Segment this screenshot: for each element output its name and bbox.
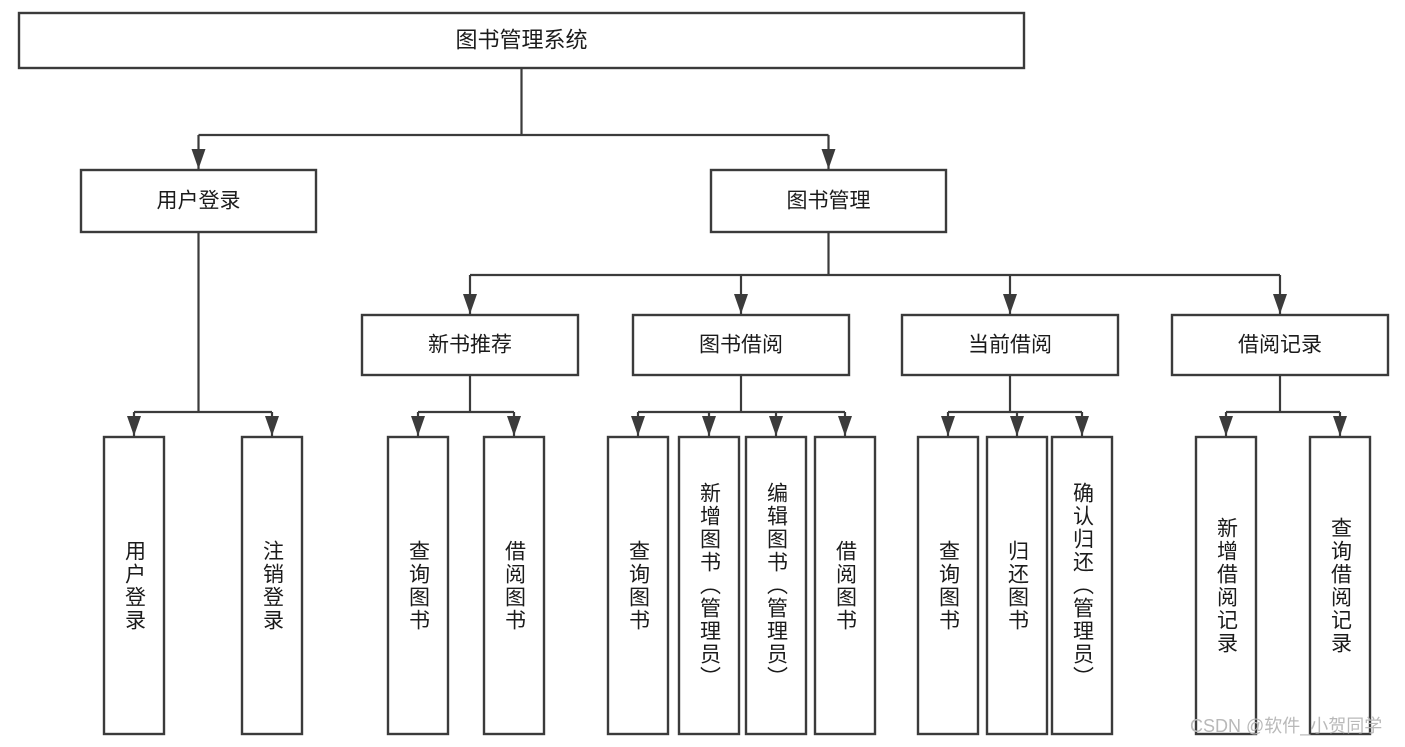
connector-layer [127,68,1347,436]
arrow-head-icon [769,416,783,436]
arrow-head-icon [507,416,521,436]
node-box-book-borrow [631,313,851,377]
node-label-new-book-recommend: 新书推荐 [428,334,512,357]
node-label-borrow-record: 借阅记录 [1238,334,1322,357]
edge-group-book-borrow [631,375,852,436]
node-label-book-manage: 图书管理 [787,190,871,213]
node-box-leaf-query-book-cur [916,435,980,736]
arrow-head-icon [1333,416,1347,436]
node-leaf-add-record[interactable] [1194,435,1258,736]
arrow-head-icon [1219,416,1233,436]
node-leaf-edit-book[interactable] [744,435,808,736]
arrow-head-icon [265,416,279,436]
node-box-leaf-query-record [1308,435,1372,736]
node-leaf-return-book[interactable] [985,435,1049,736]
node-label-root: 图书管理系统 [455,27,587,52]
node-box-current-borrow [900,313,1120,377]
arrow-head-icon [734,294,748,314]
edge-group-new-book-recommend [411,375,521,436]
arrow-head-icon [1010,416,1024,436]
arrow-head-icon [631,416,645,436]
node-user-login[interactable]: 用户登录 [79,168,318,234]
node-box-leaf-borrow-book [813,435,877,736]
node-leaf-user-login[interactable] [102,435,166,736]
arrow-head-icon [1273,294,1287,314]
node-box-new-book-recommend [360,313,580,377]
edge-group-current-borrow [941,375,1089,436]
arrow-head-icon [191,149,206,169]
node-box-root [17,11,1026,70]
node-leaf-add-book[interactable] [677,435,741,736]
edge-group-book-manage [463,232,1287,314]
node-label-user-login: 用户登录 [157,190,241,213]
node-leaf-query-record[interactable] [1308,435,1372,736]
node-box-leaf-query-book-borrow [606,435,670,736]
node-box-leaf-user-logout [240,435,304,736]
node-box-borrow-record [1170,313,1390,377]
arrow-head-icon [821,149,836,169]
node-box-leaf-query-book-rec [386,435,450,736]
node-box-book-manage [709,168,948,234]
arrow-head-icon [1075,416,1089,436]
node-root[interactable]: 图书管理系统 [17,11,1026,70]
arrow-head-icon [838,416,852,436]
edge-group-root [191,68,836,169]
arrow-head-icon [463,294,477,314]
edge-group-borrow-record [1219,375,1347,436]
watermark-text: CSDN @软件_小贺同学 [1190,716,1383,736]
node-leaf-user-logout[interactable] [240,435,304,736]
node-box-leaf-add-record [1194,435,1258,736]
node-box-leaf-confirm-return [1050,435,1114,736]
node-leaf-confirm-return[interactable] [1050,435,1114,736]
arrow-head-icon [941,416,955,436]
node-leaf-query-book-cur[interactable] [916,435,980,736]
node-box-leaf-return-book [985,435,1049,736]
node-box-leaf-edit-book [744,435,808,736]
node-box-user-login [79,168,318,234]
edge-group-user-login [127,232,279,436]
node-leaf-borrow-book-rec[interactable] [482,435,546,736]
node-new-book-recommend[interactable]: 新书推荐 [360,313,580,377]
node-book-manage[interactable]: 图书管理 [709,168,948,234]
node-book-borrow[interactable]: 图书借阅 [631,313,851,377]
node-box-leaf-borrow-book-rec [482,435,546,736]
node-label-current-borrow: 当前借阅 [968,334,1052,357]
node-leaf-query-book-borrow[interactable] [606,435,670,736]
node-box-leaf-add-book [677,435,741,736]
arrow-head-icon [411,416,425,436]
arrow-head-icon [1003,294,1017,314]
arrow-head-icon [127,416,141,436]
node-label-book-borrow: 图书借阅 [699,334,783,357]
node-borrow-record[interactable]: 借阅记录 [1170,313,1390,377]
node-current-borrow[interactable]: 当前借阅 [900,313,1120,377]
node-box-leaf-user-login [102,435,166,736]
node-leaf-borrow-book[interactable] [813,435,877,736]
node-leaf-query-book-rec[interactable] [386,435,450,736]
arrow-head-icon [702,416,716,436]
